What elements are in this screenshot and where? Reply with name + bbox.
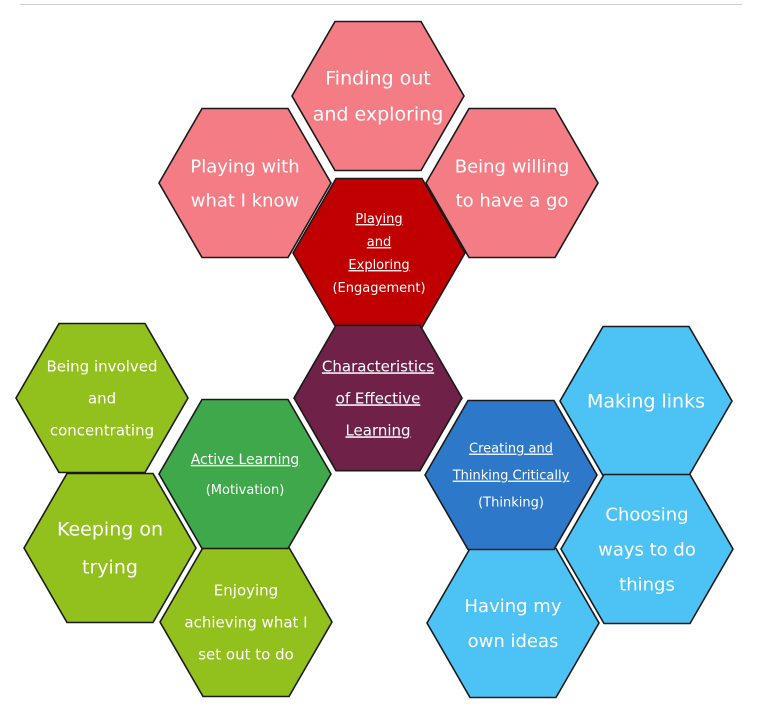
hex-being-involved-label-line: and — [88, 389, 116, 407]
hex-being-willing-label-line: to have a go — [456, 190, 569, 211]
hex-being-involved: Being involved and concentrating — [15, 322, 189, 474]
hex-making-links-label-line: Making links — [587, 391, 705, 413]
hex-finding-out-label-line: and exploring — [313, 104, 444, 126]
hex-enjoying-label-line: Enjoying — [214, 581, 278, 599]
hex-choosing-ways-label-line: Choosing — [605, 504, 688, 525]
hex-making-links: Making links — [559, 325, 733, 477]
hex-playing-exploring-label-line: and — [367, 235, 391, 250]
hex-keeping-on-shape — [23, 472, 197, 624]
hex-active-learning: Active Learning (Motivation) — [158, 398, 332, 550]
hex-center-characteristics-label-line: of Effective — [336, 389, 421, 407]
hex-choosing-ways: Choosing ways to do things — [560, 473, 734, 625]
hex-active-learning-shape — [158, 398, 332, 550]
hex-active-learning-subtitle: (Motivation) — [206, 483, 285, 498]
hex-creating-thinking-subtitle: (Thinking) — [478, 496, 544, 511]
hex-center-characteristics-label-line: Learning — [345, 421, 410, 439]
hex-being-willing-label-line: Being willing — [455, 156, 570, 177]
hex-having-ideas: Having my own ideas — [426, 547, 600, 699]
hex-center-characteristics-shape — [293, 324, 463, 472]
hex-keeping-on-label-line: trying — [82, 557, 138, 579]
hex-choosing-ways-label-line: things — [619, 574, 675, 595]
hex-being-willing: Being willing to have a go — [425, 107, 599, 259]
hex-keeping-on-label-line: Keeping on — [57, 519, 163, 541]
hex-being-involved-label-line: Being involved — [46, 357, 157, 375]
hex-playing-exploring-label-line: Playing — [355, 212, 402, 227]
hex-choosing-ways-label-line: ways to do — [598, 539, 696, 560]
hex-enjoying-label-line: set out to do — [198, 645, 294, 663]
hex-playing-with-shape — [158, 107, 332, 259]
hex-playing-with: Playing with what I know — [158, 107, 332, 259]
hex-finding-out-shape — [291, 20, 465, 172]
hex-playing-with-label-line: Playing with — [190, 156, 299, 177]
hex-being-involved-shape — [15, 322, 189, 474]
hex-finding-out: Finding out and exploring — [291, 20, 465, 172]
hex-being-willing-shape — [425, 107, 599, 259]
hex-having-ideas-label-line: Having my — [465, 596, 562, 617]
hex-having-ideas-label-line: own ideas — [468, 631, 559, 652]
hex-center-characteristics-label-line: Characteristics — [322, 357, 434, 375]
hex-enjoying: Enjoying achieving what I set out to do — [159, 546, 333, 698]
hex-playing-exploring-subtitle: (Engagement) — [332, 281, 425, 296]
hex-being-involved-label-line: concentrating — [50, 421, 154, 439]
hex-active-learning-label-line: Active Learning — [191, 452, 300, 468]
hex-creating-thinking-shape — [424, 399, 598, 551]
hex-keeping-on: Keeping on trying — [23, 472, 197, 624]
hex-finding-out-label-line: Finding out — [325, 68, 430, 90]
hex-creating-thinking-label-line: Creating and — [469, 442, 553, 457]
top-divider — [20, 4, 742, 5]
hex-creating-thinking-label-line: Thinking Critically — [452, 469, 570, 484]
hex-playing-exploring-label-line: Exploring — [348, 258, 409, 273]
hex-choosing-ways-shape — [560, 473, 734, 625]
hex-enjoying-label-line: achieving what I — [184, 613, 307, 631]
hex-playing-with-label-line: what I know — [191, 190, 300, 211]
